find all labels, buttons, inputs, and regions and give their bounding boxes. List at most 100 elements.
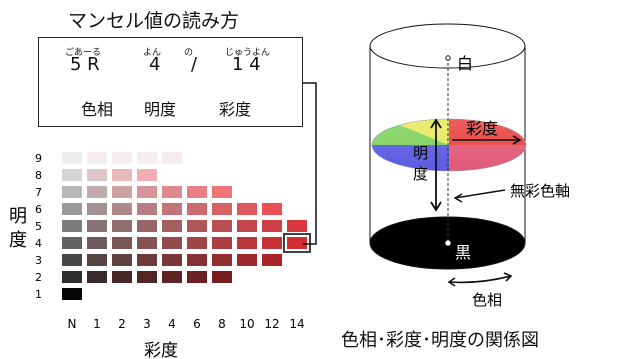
value-label-2: 度 — [413, 165, 428, 183]
cylinder-top-white — [369, 23, 526, 69]
color-cell — [137, 220, 157, 232]
color-cell — [237, 254, 257, 266]
color-cell — [262, 237, 282, 249]
notation-chroma: 1 4 — [232, 54, 261, 75]
color-cell — [162, 186, 182, 198]
color-cell — [212, 237, 232, 249]
color-cell — [137, 203, 157, 215]
color-cell — [137, 271, 157, 283]
chroma-tick-label: N — [68, 317, 77, 331]
vertical-axis-label-1: 明 — [9, 206, 27, 227]
color-cell — [87, 271, 107, 283]
color-cell — [287, 237, 307, 249]
hue-wheel — [371, 118, 527, 172]
color-cell — [212, 254, 232, 266]
color-cell — [187, 186, 207, 198]
color-cell — [162, 237, 182, 249]
chroma-label: 彩度 — [466, 119, 498, 138]
achromatic-axis-pointer — [454, 189, 506, 199]
color-cell — [187, 220, 207, 232]
color-cell — [87, 254, 107, 266]
color-cell — [112, 169, 132, 181]
notation-hue: 5 R — [70, 54, 100, 75]
color-cell — [237, 203, 257, 215]
color-cell — [62, 186, 82, 198]
color-cell — [262, 203, 282, 215]
color-cell — [112, 203, 132, 215]
color-cell — [137, 169, 157, 181]
chroma-tick-label: 6 — [193, 317, 201, 331]
color-cell — [112, 237, 132, 249]
chroma-arrow-head — [512, 135, 522, 145]
chroma-tick-label: 10 — [239, 317, 254, 331]
value-tick-label: 3 — [35, 254, 42, 267]
color-cell — [62, 152, 82, 164]
color-cell — [287, 220, 307, 232]
color-cell — [62, 169, 82, 181]
chroma-tick-label: 8 — [218, 317, 226, 331]
color-cell — [87, 237, 107, 249]
notation-slash: / — [191, 54, 198, 75]
color-cell — [112, 254, 132, 266]
color-cell — [112, 152, 132, 164]
color-cell — [162, 220, 182, 232]
color-cell — [237, 220, 257, 232]
color-cell — [137, 186, 157, 198]
chroma-tick-label: 2 — [118, 317, 126, 331]
reading-hue: ごあーる — [65, 48, 102, 58]
reading-slash: の — [184, 48, 194, 58]
color-cell — [212, 186, 232, 198]
white-point — [445, 55, 451, 61]
value-tick-label: 6 — [35, 203, 42, 216]
color-cell — [212, 203, 232, 215]
value-tick-label: 7 — [35, 186, 42, 199]
color-cell — [162, 271, 182, 283]
color-cell — [87, 203, 107, 215]
color-cell — [137, 152, 157, 164]
hue-arrow — [448, 275, 512, 284]
munsell-grid — [62, 152, 311, 300]
color-cell — [137, 254, 157, 266]
label-chroma: 彩度 — [219, 100, 252, 119]
chroma-tick-label: 3 — [143, 317, 151, 331]
color-cell — [62, 254, 82, 266]
value-label-1: 明 — [413, 144, 428, 162]
reading-chroma: じゅうよん — [225, 48, 271, 58]
color-cell — [212, 271, 232, 283]
color-cell — [62, 220, 82, 232]
achromatic-axis-label: 無彩色軸 — [510, 182, 570, 200]
color-cell — [87, 220, 107, 232]
color-cell — [112, 186, 132, 198]
color-cell — [137, 237, 157, 249]
color-cell — [162, 152, 182, 164]
connector-line — [303, 82, 317, 245]
color-cell — [212, 220, 232, 232]
value-tick-label: 1 — [35, 288, 42, 301]
color-cell — [262, 220, 282, 232]
black-point — [445, 240, 451, 246]
highlighted-cell-frame — [283, 233, 311, 253]
vertical-axis-label-2: 度 — [9, 230, 27, 251]
color-cell — [262, 254, 282, 266]
color-cell — [112, 271, 132, 283]
color-cell — [112, 220, 132, 232]
left-title: マンセル値の読み方 — [68, 10, 240, 32]
color-cell — [87, 169, 107, 181]
notation-value: 4 — [149, 54, 161, 75]
black-label: 黒 — [455, 243, 471, 262]
chroma-tick-label: 14 — [289, 317, 304, 331]
munsell-notation-box: ごあーる よん の じゅうよん 5 R 4 / 1 4 色相 明度 彩度 — [38, 37, 303, 127]
color-cell — [62, 237, 82, 249]
color-cell — [87, 186, 107, 198]
color-cell — [187, 254, 207, 266]
color-cell — [87, 152, 107, 164]
value-tick-label: 4 — [35, 237, 42, 250]
color-cell — [237, 237, 257, 249]
value-tick-label: 8 — [35, 169, 42, 182]
color-cell — [187, 271, 207, 283]
label-hue: 色相 — [81, 100, 114, 119]
color-cell — [62, 271, 82, 283]
